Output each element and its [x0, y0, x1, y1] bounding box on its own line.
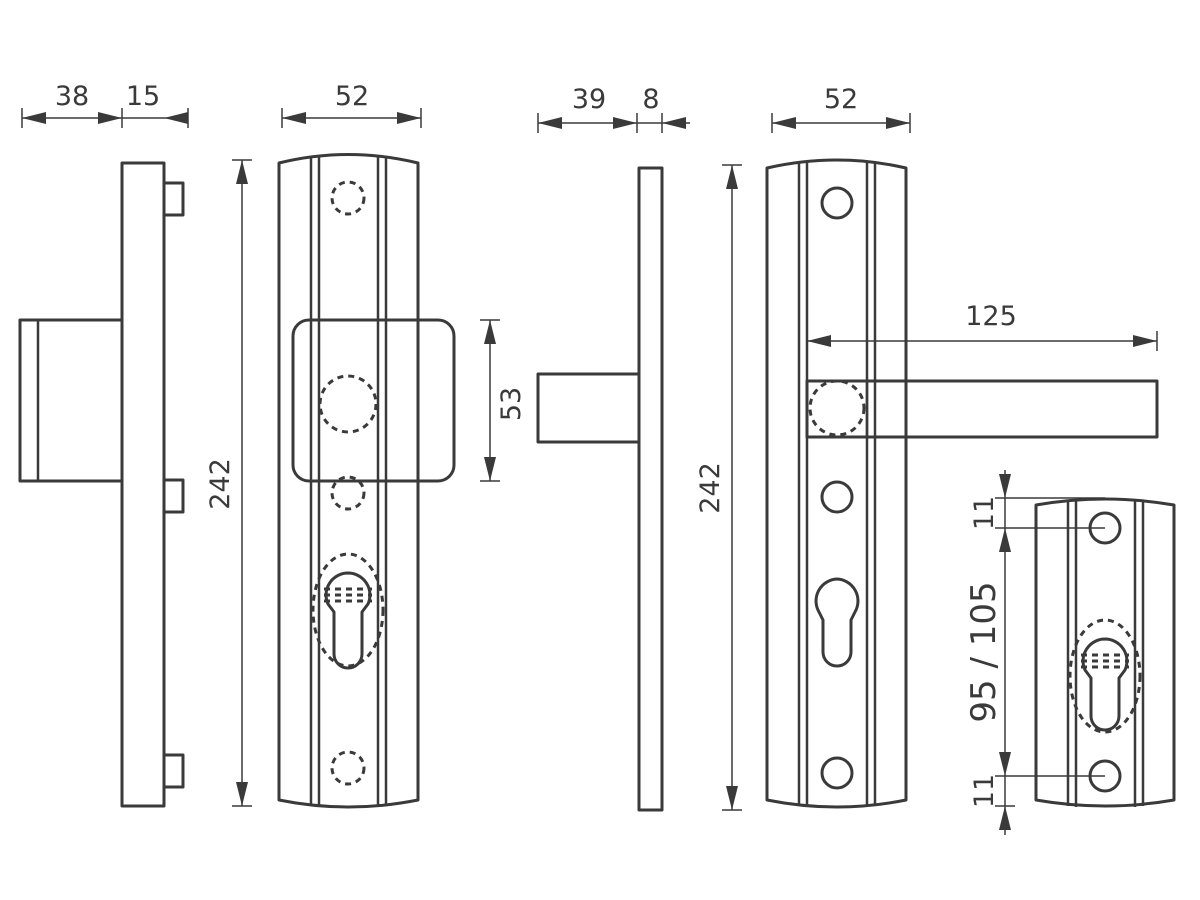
view2-knob-face: [291, 318, 456, 483]
top-screw-hole: [330, 180, 366, 216]
dim-39-label: 39: [572, 84, 606, 115]
view1-side-plate: [120, 161, 166, 808]
dim-125-label: 125: [965, 301, 1017, 332]
view4-front-plate: [765, 158, 1159, 809]
view4-plate-outline: [765, 158, 908, 809]
view2-width-dimension: 52: [281, 81, 422, 128]
cylinder-guard: [1068, 618, 1142, 734]
view4-lever-length-dimension: 125: [806, 301, 1158, 351]
dim-15-label: 15: [126, 81, 160, 112]
dim-52-label: 52: [824, 84, 858, 115]
middle-screw-hole: [820, 480, 854, 514]
dim-242-label: 242: [205, 458, 236, 510]
bottom-screw-hole: [330, 750, 366, 786]
view3-side-plate: [637, 166, 664, 812]
view5-spacing-dimension: 11 95 / 105 11: [964, 470, 1105, 835]
keyhole-profile: [814, 577, 860, 668]
bottom-screw-hole: [820, 756, 854, 790]
dim-95-105-label: 95 / 105: [964, 581, 1004, 722]
view1-depth-dimension: 38 15: [21, 81, 189, 128]
spindle-hole: [808, 379, 866, 437]
dim-242-label: 242: [695, 462, 726, 514]
view2-height-dimension: 242: [205, 159, 252, 807]
lever-arm: [805, 379, 1159, 439]
dim-11-bottom-label: 11: [969, 774, 1000, 808]
dim-38-label: 38: [55, 81, 89, 112]
view1-knob-profile: [18, 318, 124, 483]
view1-side-profile: [18, 161, 185, 808]
keyhole-profile: [1081, 637, 1129, 732]
view4-height-dimension: 242: [695, 164, 742, 811]
view2-plate-outline: [277, 153, 420, 809]
spindle-hole: [318, 374, 378, 434]
dim-52-label: 52: [335, 81, 369, 112]
view3-side-profile: [536, 166, 664, 812]
view2-handle-height-dimension: 53: [480, 319, 527, 482]
view5-plate-outline: [1034, 497, 1176, 808]
cylinder-guard: [311, 552, 385, 668]
view3-lever-profile: [536, 372, 641, 444]
view1-middle-stud: [162, 478, 185, 514]
view1-top-stud: [162, 181, 185, 217]
view1-bottom-stud: [162, 753, 185, 789]
view4-width-dimension: 52: [771, 84, 911, 133]
keyhole-profile: [324, 571, 372, 670]
dim-53-label: 53: [496, 387, 527, 421]
view5-short-plate: [1034, 497, 1176, 808]
dim-11-top-label: 11: [969, 496, 1000, 530]
view2-front-plate: [277, 153, 456, 809]
dim-8-label: 8: [642, 84, 659, 115]
view3-depth-dimension: 39 8: [537, 84, 690, 133]
middle-screw-hole: [330, 475, 366, 511]
top-screw-hole: [820, 186, 854, 220]
